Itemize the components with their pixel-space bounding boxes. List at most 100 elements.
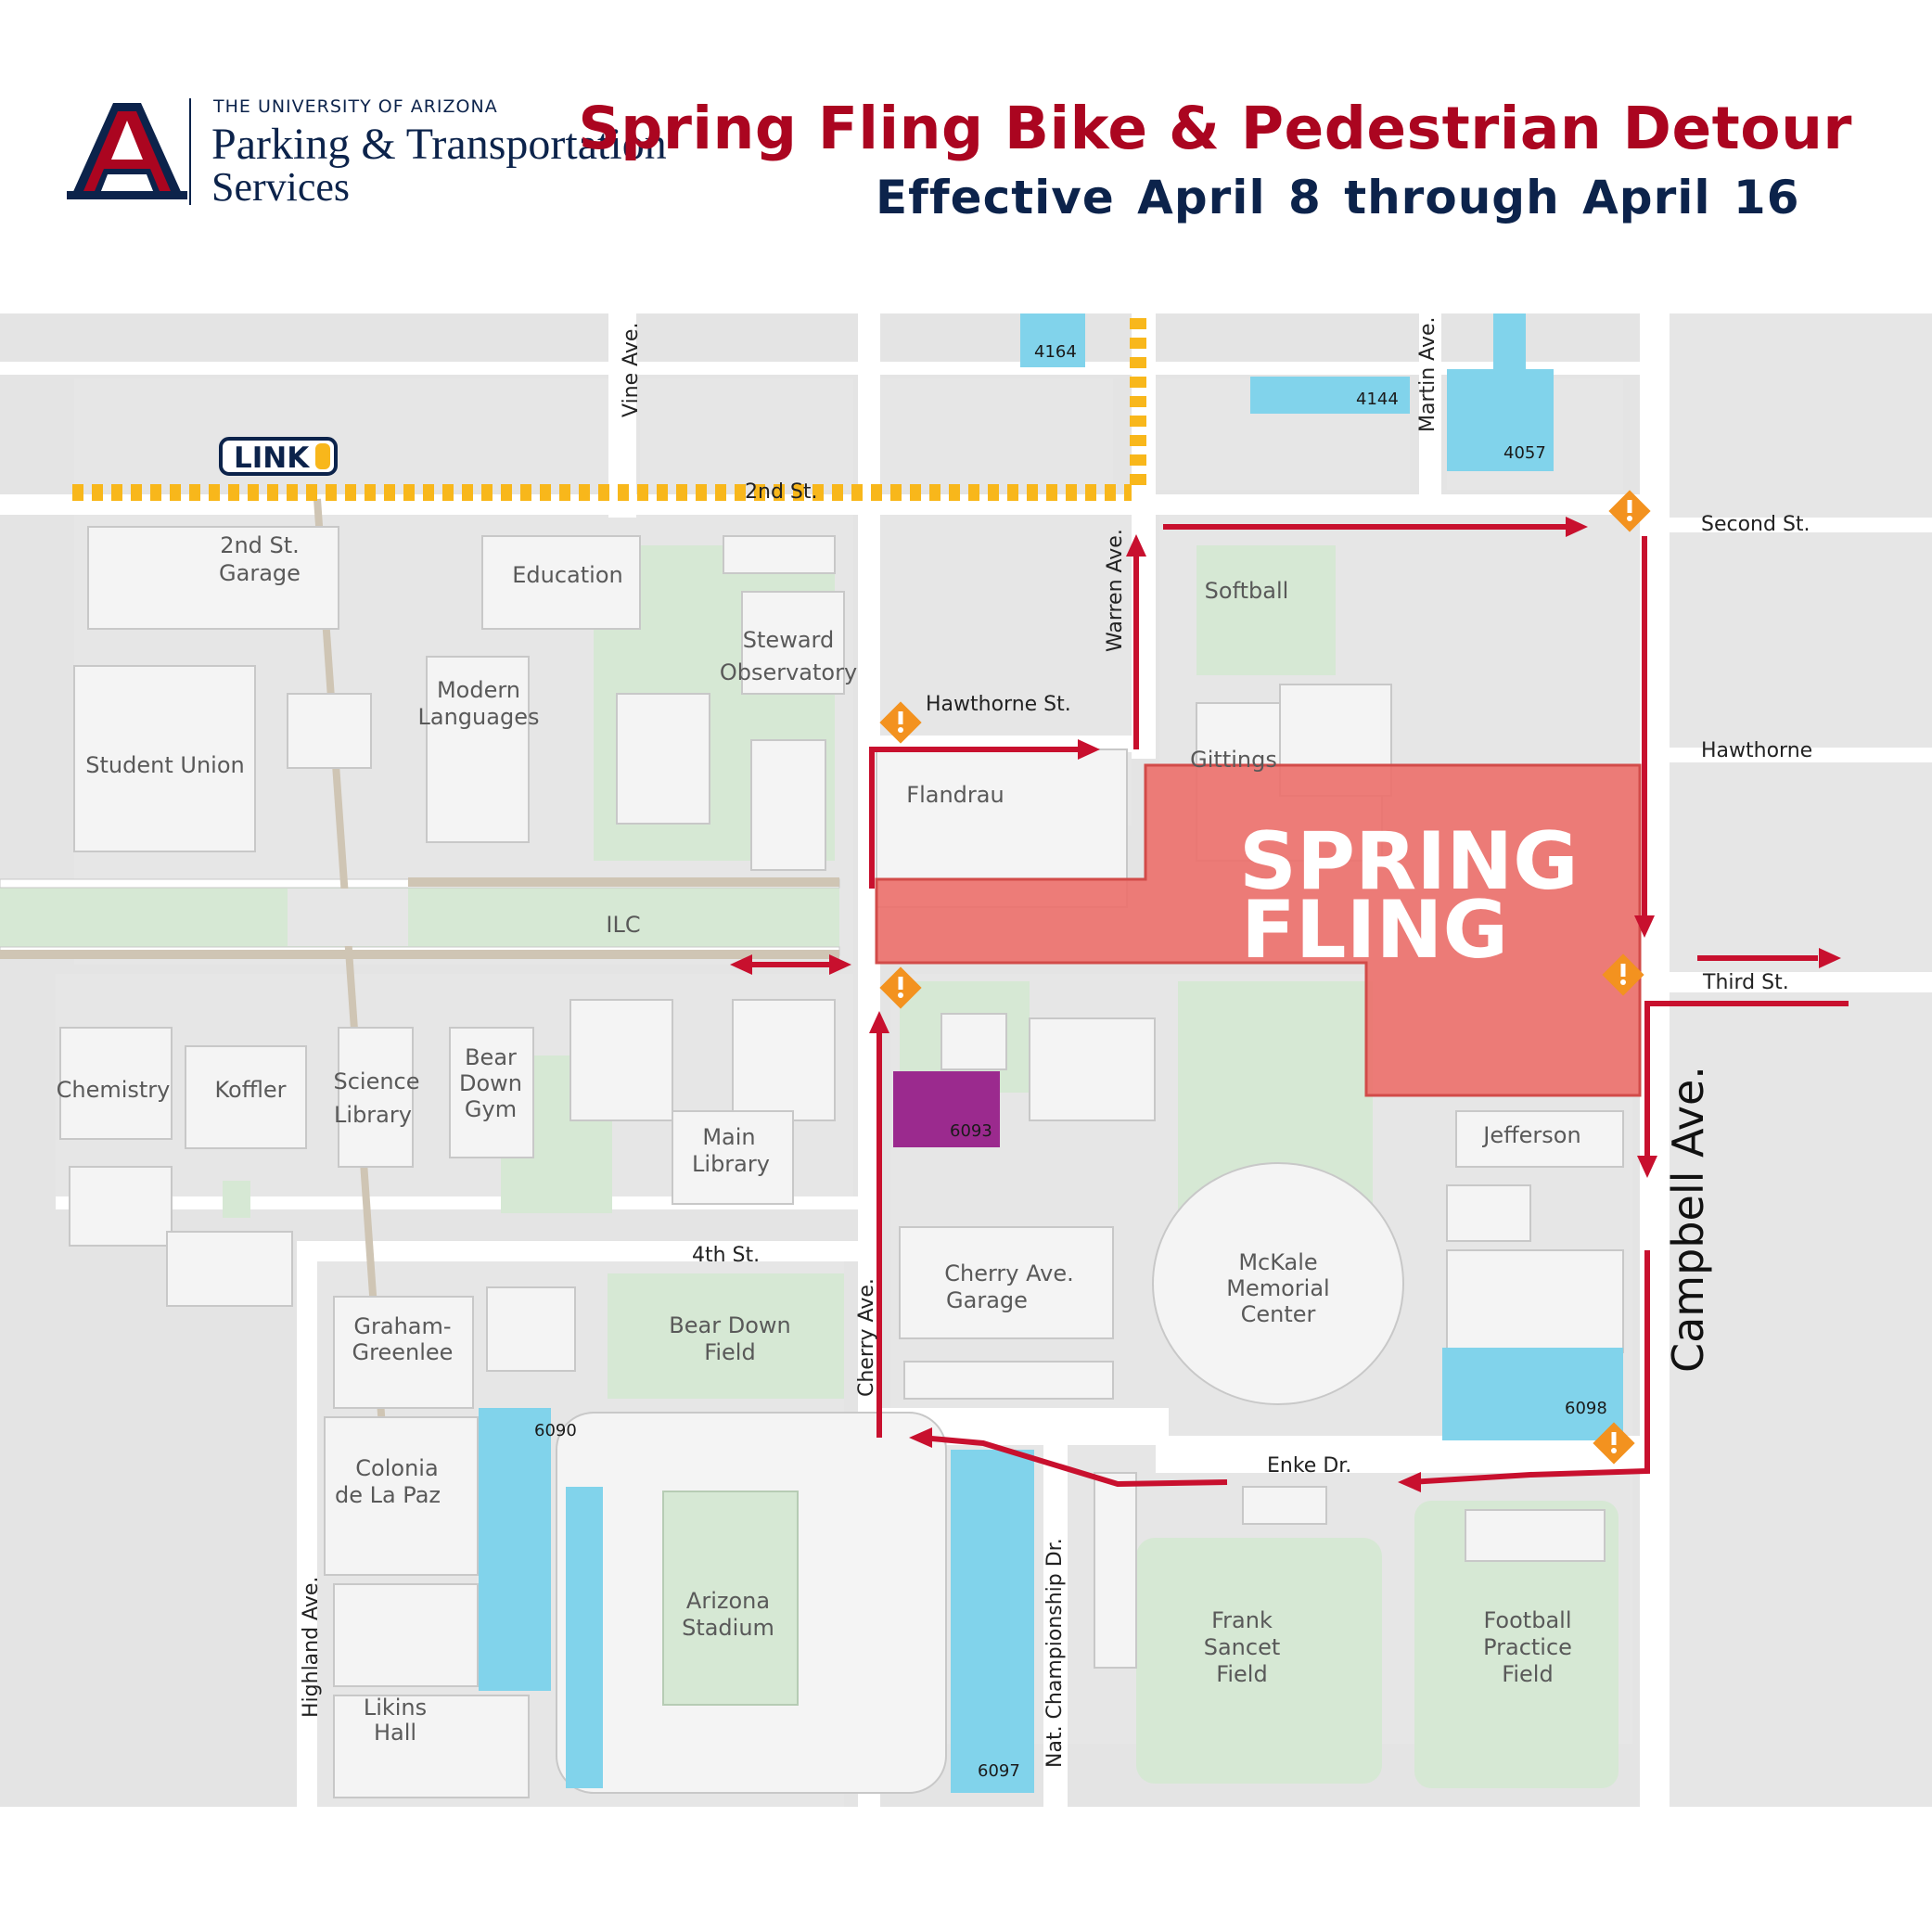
page-title: Spring Fling Bike & Pedestrian Detour xyxy=(578,95,1852,162)
highland-ave-road xyxy=(297,1261,317,1862)
sun-link-logo: LINK xyxy=(219,437,338,476)
detour-route xyxy=(742,524,1849,1488)
martin-ave-road xyxy=(1419,313,1441,499)
label-softball: Softball xyxy=(1205,578,1289,604)
arrow-icon xyxy=(1637,1156,1657,1178)
university-logo[interactable]: THE UNIVERSITY OF ARIZONA Parking & Tran… xyxy=(67,89,716,219)
street-warren-ave: Warren Ave. xyxy=(1104,529,1127,652)
detour-arrowheads xyxy=(730,517,1841,1492)
label-science-library-2: Library xyxy=(334,1102,412,1128)
lot-6090-shape xyxy=(479,1408,551,1691)
spring-fling-line1: SPRING xyxy=(1239,815,1579,908)
spring-fling-line2: FLING xyxy=(1241,884,1508,977)
label-frank-sancet-1: Frank xyxy=(1211,1607,1273,1633)
street-hawthorne-st: Hawthorne St. xyxy=(926,693,1071,716)
arrow-icon xyxy=(730,954,752,975)
street-labels: 2nd St. Second St. Vine Ave. Warren Ave.… xyxy=(300,317,1812,1769)
campus-path xyxy=(56,1196,872,1209)
label-lot-6093: 6093 xyxy=(950,1121,992,1141)
arrow-icon xyxy=(1819,948,1841,968)
spring-fling-event-zone[interactable] xyxy=(875,763,1642,1097)
label-colonia-2: de La Paz xyxy=(335,1482,441,1508)
arrow-icon xyxy=(1398,1472,1421,1492)
label-flandrau: Flandrau xyxy=(906,782,1004,808)
label-koffler: Koffler xyxy=(214,1077,286,1103)
label-bear-down-field-2: Field xyxy=(704,1339,755,1365)
lot-4144-shape xyxy=(1250,377,1410,414)
label-steward-2: Observatory xyxy=(720,659,857,685)
label-lot-4164: 4164 xyxy=(1034,342,1077,362)
street-campbell-ave: Campbell Ave. xyxy=(1663,1066,1713,1373)
nat-championship-road xyxy=(1043,1445,1068,1862)
label-arizona-stadium-1: Arizona xyxy=(686,1588,770,1614)
label-lot-6097: 6097 xyxy=(978,1761,1020,1781)
label-main-library-2: Library xyxy=(692,1151,770,1177)
label-mckale-1: McKale xyxy=(1238,1249,1317,1275)
label-cherry-garage-2: Garage xyxy=(946,1287,1028,1313)
street-martin-ave: Martin Ave. xyxy=(1416,317,1439,433)
label-steward-1: Steward xyxy=(743,627,834,653)
campus-map[interactable]: LINK SPRING FLING 2nd St. Second St. Vin… xyxy=(0,313,1932,1862)
enke-dr-road xyxy=(1156,1436,1647,1473)
label-colonia-1: Colonia xyxy=(355,1455,438,1481)
label-main-library-1: Main xyxy=(702,1124,755,1150)
lot-6097-shape xyxy=(951,1450,1034,1793)
street-enke-dr: Enke Dr. xyxy=(1267,1454,1351,1478)
second-st-east-road xyxy=(1670,518,1932,532)
buildings xyxy=(59,526,1624,1798)
third-st-road xyxy=(1670,972,1932,992)
street-nat-championship-dr: Nat. Championship Dr. xyxy=(1043,1538,1067,1768)
label-2nd-st-garage-2: Garage xyxy=(219,560,301,586)
logo-department-line1: Parking & Transportation xyxy=(211,120,667,169)
sunlink-logo-text: LINK xyxy=(234,441,310,475)
lot-6098-shape xyxy=(1442,1348,1623,1440)
north-road xyxy=(0,362,1670,375)
label-lot-4144: 4144 xyxy=(1356,390,1399,409)
label-frank-sancet-2: Sancet xyxy=(1204,1634,1281,1660)
lot-6093-shape xyxy=(893,1071,1000,1147)
label-football-practice-1: Football xyxy=(1483,1607,1571,1633)
street-second-st-east: Second St. xyxy=(1701,513,1810,536)
label-student-union: Student Union xyxy=(85,752,244,778)
lot-4057-shape xyxy=(1447,313,1554,471)
label-jefferson: Jefferson xyxy=(1481,1122,1580,1148)
hawthorne-east-road xyxy=(1670,748,1932,762)
lot-labels: 4164 4144 4057 6093 6098 6090 6097 xyxy=(534,342,1607,1781)
label-chemistry: Chemistry xyxy=(57,1077,171,1103)
label-bear-down-gym-1: Bear xyxy=(465,1044,517,1070)
vine-ave-road xyxy=(608,313,636,518)
label-lot-4057: 4057 xyxy=(1503,443,1546,463)
label-2nd-st-garage-1: 2nd St. xyxy=(220,532,300,558)
second-st-road xyxy=(0,494,1670,515)
label-bear-down-gym-2: Down xyxy=(459,1070,522,1096)
lot-4164-shape xyxy=(1020,313,1085,367)
label-cherry-garage-1: Cherry Ave. xyxy=(944,1260,1074,1286)
arrow-icon xyxy=(1566,517,1588,537)
street-hawthorne-east: Hawthorne xyxy=(1701,739,1812,762)
stadium-west-lot-shape xyxy=(566,1487,603,1788)
arrow-icon xyxy=(1634,915,1655,938)
sunlink-streetcar-line xyxy=(72,318,1146,501)
arrow-icon xyxy=(1126,534,1146,557)
label-gittings: Gittings xyxy=(1190,747,1277,773)
header: THE UNIVERSITY OF ARIZONA Parking & Tran… xyxy=(0,0,1932,306)
arrow-icon xyxy=(909,1427,932,1448)
street-vine-ave: Vine Ave. xyxy=(620,323,643,417)
label-modern-languages-2: Languages xyxy=(418,704,540,730)
building-labels: 2nd St. Garage Education Steward Observa… xyxy=(57,532,1581,1746)
label-likins-1: Likins xyxy=(364,1695,427,1721)
label-lot-6090: 6090 xyxy=(534,1421,577,1440)
label-football-practice-2: Practice xyxy=(1483,1634,1572,1660)
page-subtitle: Effective April 8 through April 16 xyxy=(876,171,1800,224)
label-education: Education xyxy=(512,562,622,588)
parking-lots xyxy=(479,313,1623,1793)
label-bear-down-field-1: Bear Down xyxy=(669,1312,790,1338)
label-graham-greenlee-2: Greenlee xyxy=(352,1339,454,1365)
label-mckale-3: Center xyxy=(1241,1301,1316,1327)
label-likins-2: Hall xyxy=(374,1720,416,1746)
street-second-st-west: 2nd St. xyxy=(745,480,817,504)
label-football-practice-3: Field xyxy=(1502,1661,1553,1687)
label-arizona-stadium-2: Stadium xyxy=(682,1615,774,1641)
arrow-icon xyxy=(869,1011,889,1033)
arrow-icon xyxy=(829,954,851,975)
